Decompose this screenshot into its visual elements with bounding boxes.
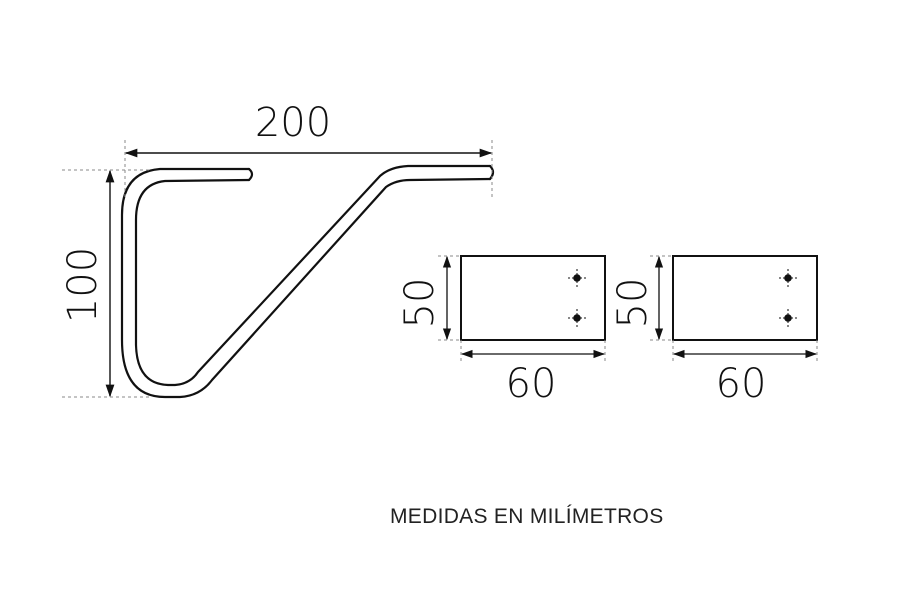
hole-marker xyxy=(568,309,586,327)
bracket-profile xyxy=(120,164,495,399)
hole-marker xyxy=(779,309,797,327)
mounting-plate-1: 50 60 xyxy=(397,255,606,407)
dimension-label-200: 200 xyxy=(255,100,331,146)
units-caption: MEDIDAS EN MILÍMETROS xyxy=(390,505,664,528)
mounting-plate-2: 50 60 xyxy=(610,255,818,407)
hole-marker xyxy=(779,269,797,287)
dimension-label-100: 100 xyxy=(60,247,106,323)
dimension-label-plate1-height: 50 xyxy=(397,278,443,329)
dimension-label-plate2-height: 50 xyxy=(610,278,656,329)
hole-marker xyxy=(568,269,586,287)
dimension-label-plate2-width: 60 xyxy=(716,361,767,407)
dimension-label-plate1-width: 60 xyxy=(506,361,557,407)
dimension-100: 100 xyxy=(60,169,150,398)
dimension-200: 200 xyxy=(124,100,493,200)
